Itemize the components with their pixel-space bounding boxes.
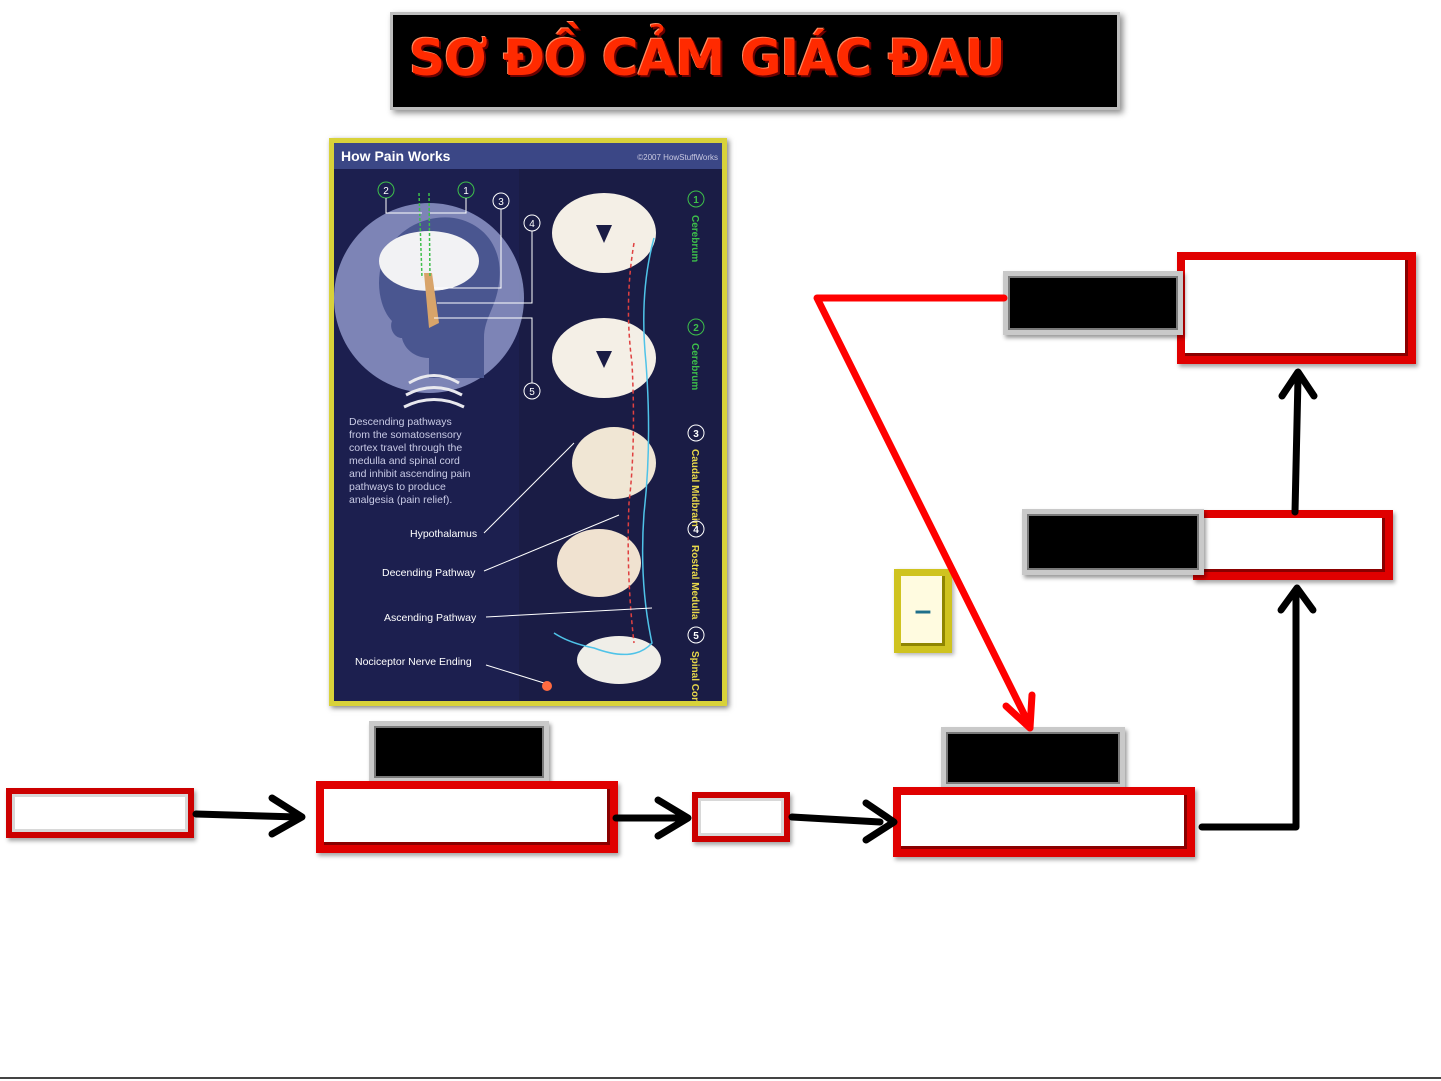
svg-text:1: 1 [463, 186, 469, 197]
title-banner: SƠ ĐỒ CẢM GIÁC ĐAU [390, 12, 1120, 110]
inhibition-minus-box: – [894, 569, 952, 653]
nerve-box [692, 792, 790, 842]
thalamus-label-box [1022, 509, 1204, 575]
brain-shape [379, 231, 479, 291]
arrowhead-nerve-spinal [862, 799, 898, 844]
arrow-nerve-spinal [788, 813, 884, 826]
receptor-label-box [369, 721, 549, 783]
arrow-thalamus-cortex [1291, 374, 1302, 516]
illustration-header: How Pain Works [341, 148, 451, 164]
svg-text:3: 3 [498, 197, 504, 208]
descending-inhibition-arrowhead [1002, 691, 1036, 732]
thalamus-box [1193, 510, 1393, 580]
callout-nociceptor: Nociceptor Nerve Ending [355, 656, 472, 668]
callouts: Hypothalamus Decending Pathway Ascending… [355, 442, 653, 684]
spinal-cord-section [577, 636, 661, 684]
svg-text:5: 5 [693, 631, 699, 642]
ribs-shape [403, 374, 465, 409]
minus-sign: – [914, 594, 932, 627]
svg-text:Caudal Midbrain: Caudal Midbrain [689, 449, 700, 527]
bottom-divider [0, 1077, 1441, 1079]
svg-text:Rostral Medulla: Rostral Medulla [689, 545, 700, 620]
caudal-midbrain-section [572, 427, 656, 499]
nerve-ending-dot [542, 681, 552, 691]
arrow-stimulus-receptor [192, 810, 302, 821]
brainstem-shape [424, 273, 439, 328]
ascending-pathway-line [553, 237, 655, 656]
cortex-box [1177, 252, 1416, 364]
illustration-header-bar [334, 143, 722, 169]
callout-descending: Decending Pathway [382, 567, 476, 579]
stage-labels: 1 Cerebrum 2 Cerebrum 3 Caudal Midbrain … [687, 190, 705, 701]
arrowhead-stimulus-receptor [268, 794, 306, 838]
descending-inhibition-arrow [813, 294, 1032, 726]
arrowhead-receptor-nerve [654, 796, 692, 840]
rostral-medulla-section [557, 529, 641, 597]
svg-text:5: 5 [529, 387, 535, 398]
svg-text:1: 1 [693, 195, 699, 206]
svg-text:Cerebrum: Cerebrum [689, 215, 700, 262]
cross-sections [552, 193, 661, 684]
page-title: SƠ ĐỒ CẢM GIÁC ĐAU [409, 29, 1006, 87]
svg-text:Cerebrum: Cerebrum [689, 343, 700, 390]
svg-text:4: 4 [693, 525, 699, 536]
how-pain-works-illustration: How Pain Works ©2007 HowStuffWorks 2 1 3… [329, 138, 727, 706]
callout-hypothalamus: Hypothalamus [410, 528, 477, 540]
stimulus-box [6, 788, 194, 838]
illustration-copyright: ©2007 HowStuffWorks [637, 153, 718, 162]
arrowhead-spinal-thalamus [1277, 584, 1317, 614]
svg-text:2: 2 [693, 323, 699, 334]
illustration-description: Descending pathways from the somatosenso… [349, 416, 473, 506]
receptor-box [316, 781, 618, 853]
svg-text:Spinal Cord: Spinal Cord [689, 651, 700, 701]
svg-text:4: 4 [529, 219, 535, 230]
illustration-graphic: How Pain Works ©2007 HowStuffWorks 2 1 3… [334, 143, 722, 701]
callout-ascending: Ascending Pathway [384, 612, 477, 624]
arrowhead-thalamus-cortex [1278, 368, 1318, 400]
svg-text:3: 3 [693, 429, 699, 440]
cortex-label-box [1003, 271, 1183, 335]
descending-pathway-line [627, 242, 635, 644]
arrow-spinal-thalamus [1198, 591, 1300, 831]
svg-text:2: 2 [383, 186, 389, 197]
